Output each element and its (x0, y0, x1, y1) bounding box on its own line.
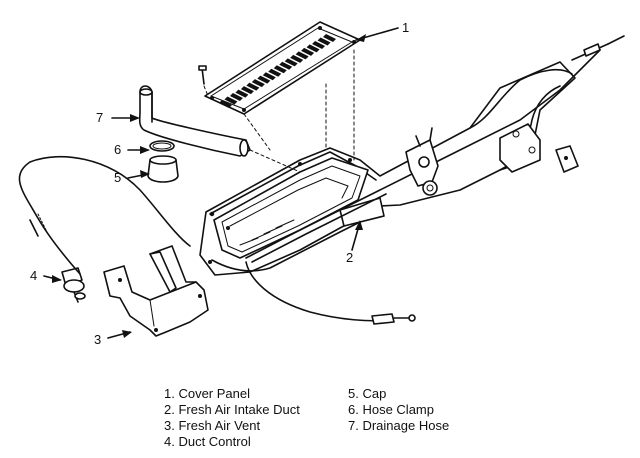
legend-item-3: 3. Fresh Air Vent (164, 418, 261, 433)
callout-5: 5 (114, 170, 121, 185)
callout-2: 2 (346, 250, 353, 265)
louver-slot (301, 47, 315, 56)
louver-slot (251, 79, 265, 88)
louver-slot (306, 44, 320, 53)
louver-slot (219, 100, 232, 108)
callout-4: 4 (30, 268, 37, 283)
louver-slot (279, 61, 293, 70)
louver-slot (284, 58, 298, 67)
control-lever-assembly (245, 35, 625, 325)
callout-6: 6 (114, 142, 121, 157)
louver-slot (235, 89, 249, 98)
callout-1: 1 (402, 20, 409, 35)
duct-control (18, 156, 191, 303)
louver-slot (268, 68, 282, 77)
legend-item-2: 2. Fresh Air Intake Duct (164, 402, 300, 417)
cover-panel-louvers (219, 34, 336, 108)
legend-item-5: 5. Cap (348, 386, 387, 401)
callout-3: 3 (94, 332, 101, 347)
fresh-air-intake-duct (199, 61, 576, 276)
callout-leaders (43, 27, 399, 339)
legend-item-7: 7. Drainage Hose (348, 418, 450, 433)
legend-item-1: 1. Cover Panel (164, 386, 250, 401)
hose-clamp (149, 140, 175, 152)
louver-slot (257, 75, 271, 84)
callout-7: 7 (96, 110, 103, 125)
louver-slot (295, 51, 309, 60)
louver-slot (290, 54, 304, 63)
louver-slot (240, 86, 254, 95)
louver-slot (273, 65, 287, 74)
louver-slot (323, 34, 336, 42)
cap (147, 155, 179, 183)
drainage-hose (138, 85, 301, 173)
louver-slot (317, 37, 331, 46)
louver-slot (224, 96, 238, 105)
cover-panel (198, 21, 361, 161)
fresh-air-vent (103, 245, 209, 337)
louver-slot (312, 40, 326, 49)
louver-slot (229, 93, 243, 102)
louver-slot (246, 82, 260, 91)
legend-item-4: 4. Duct Control (164, 434, 251, 449)
louver-slot (262, 72, 276, 81)
legend-item-6: 6. Hose Clamp (348, 402, 434, 417)
